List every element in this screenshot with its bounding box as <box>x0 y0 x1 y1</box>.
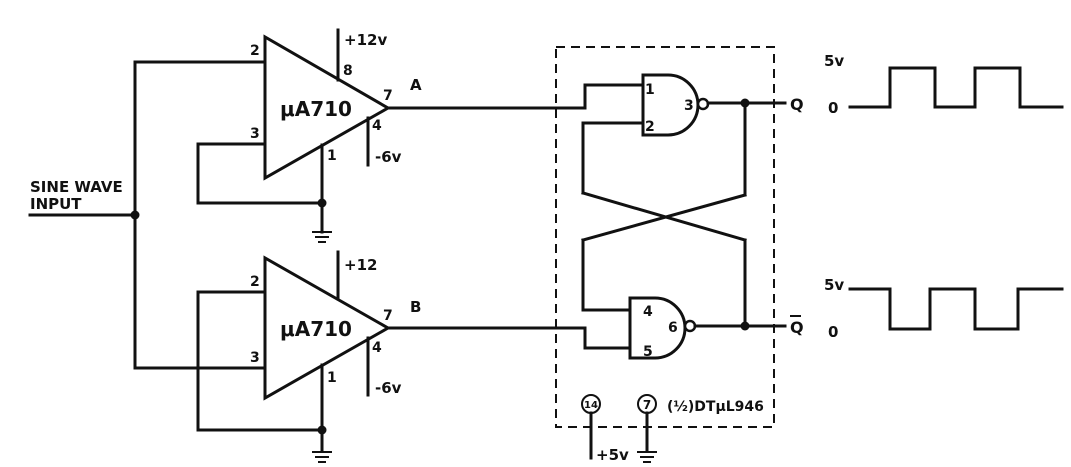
gate-bottom-pin5: 5 <box>643 344 653 360</box>
ground-symbol-package <box>637 451 657 463</box>
input-label-line2: INPUT <box>30 195 82 213</box>
input-junction <box>130 210 140 220</box>
input-label-line1: SINE WAVE <box>30 178 123 196</box>
node-b-label: B <box>410 298 421 316</box>
amp-a-pin3: 3 <box>250 126 260 142</box>
amp-a-name: μA710 <box>280 97 352 121</box>
qbar-waveform: 5v 0 <box>824 276 1064 341</box>
amplifier-a: μA710 2 3 8 4 1 7 +12v -6v A <box>196 28 558 243</box>
amp-b-triangle <box>263 255 392 401</box>
amp-b-pin1: 1 <box>327 370 337 386</box>
amp-b-vminus-label: -6v <box>375 379 402 397</box>
qbar-label: Q <box>790 318 804 337</box>
amp-b-pin2: 2 <box>250 274 260 290</box>
q-low-label: 0 <box>828 99 838 117</box>
amp-a-vplus-label: +12v <box>344 31 387 49</box>
qbar-high-label: 5v <box>824 276 844 294</box>
amp-b-pin7: 7 <box>383 308 393 324</box>
gate-bottom-pin4: 4 <box>643 304 653 320</box>
package-outline <box>555 46 775 428</box>
amp-a-ground-junction <box>317 198 327 208</box>
amplifier-b: μA710 2 3 4 1 7 +12 -6v B <box>196 250 558 463</box>
gate-bottom-pin6: 6 <box>668 320 678 336</box>
qbar-low-label: 0 <box>828 323 838 341</box>
amp-b-pin4: 4 <box>372 340 382 356</box>
vcc-label: +5v <box>596 446 629 464</box>
gate-top-pin1: 1 <box>645 82 655 98</box>
q-waveform: 5v 0 <box>824 52 1064 117</box>
package-pin7: 7 <box>643 398 651 412</box>
amp-a-pin1: 1 <box>327 148 337 164</box>
q-high-label: 5v <box>824 52 844 70</box>
nand-gate-bottom <box>628 296 687 360</box>
node-a-label: A <box>410 76 422 94</box>
qbar-label-group: Q <box>790 315 804 337</box>
package-part-label: (½)DTμL946 <box>667 399 764 415</box>
gate-top-pin2: 2 <box>645 119 655 135</box>
amp-b-name: μA710 <box>280 317 352 341</box>
amp-a-triangle <box>263 34 392 181</box>
amp-a-pin2: 2 <box>250 43 260 59</box>
amp-a-pin7: 7 <box>383 88 393 104</box>
gate-top-pin3: 3 <box>684 98 694 114</box>
amp-b-ground-junction <box>317 425 327 435</box>
flip-flop-package: 1 2 3 4 5 6 14 +5v 7 <box>554 46 787 464</box>
amp-a-vminus-label: -6v <box>375 148 402 166</box>
ground-symbol-b <box>312 451 332 463</box>
package-pin14: 14 <box>584 400 598 411</box>
amp-a-pin8: 8 <box>343 63 353 79</box>
ground-symbol-a <box>312 231 332 243</box>
amp-a-pin4: 4 <box>372 118 382 134</box>
q-label: Q <box>790 95 804 114</box>
sine-wave-input: SINE WAVE INPUT <box>28 60 267 370</box>
amp-b-pin3: 3 <box>250 350 260 366</box>
amp-b-vplus-label: +12 <box>344 256 377 274</box>
